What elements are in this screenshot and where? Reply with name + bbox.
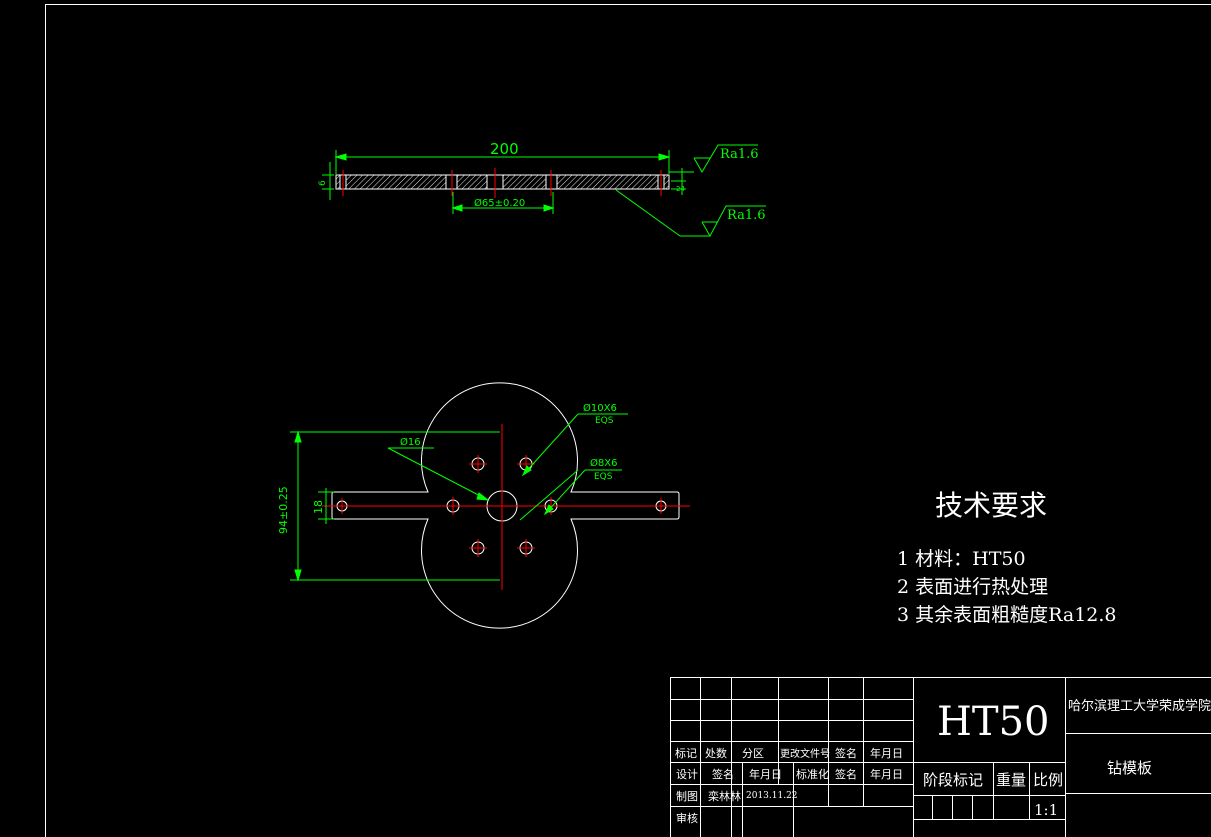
- height-dim-label: 94±0.25: [277, 486, 290, 534]
- tb-stage-label: 阶段标记: [923, 771, 983, 789]
- small-dim-label: 24: [676, 185, 685, 193]
- arm-dim-label: 18: [312, 500, 325, 514]
- tb-scale-value: 1:1: [1034, 801, 1058, 819]
- tb-material: HT50: [937, 699, 1049, 745]
- tb-school: 哈尔滨理工大学荣成学院: [1068, 698, 1211, 714]
- center-hole-label: Ø16: [400, 436, 421, 448]
- tech-item-1: 1 材料：HT50: [897, 548, 1026, 570]
- tb-drafter: 栾林林: [708, 789, 741, 803]
- tb-design-label: 设计: [676, 768, 698, 781]
- tb-label-zone: 分区: [742, 747, 764, 760]
- tb-draw-label: 制图: [676, 790, 698, 803]
- bore-dim-label: Ø65±0.20: [474, 197, 525, 209]
- tb-label-date: 年月日: [870, 746, 903, 760]
- tb-design-date: 年月日: [749, 767, 782, 781]
- hole-10-eqs-label: EQS: [595, 416, 614, 426]
- tb-label-change-doc: 更改文件号: [780, 747, 830, 760]
- side-view: 200 6 Ø65±0.20 24 Ra1.6 Ra1.6: [318, 140, 766, 238]
- title-block: 标记 处数 分区 更改文件号 签名 年月日 设计 签名 年月日 标准化 签名 年…: [670, 677, 1211, 837]
- tech-title: 技术要求: [935, 489, 1047, 522]
- drawing-frame: [45, 4, 1211, 837]
- tb-part-name: 钻模板: [1107, 759, 1152, 777]
- tb-label-sign: 签名: [835, 746, 857, 760]
- length-dim-label: 200: [490, 140, 519, 158]
- tb-standard-date: 年月日: [870, 767, 903, 781]
- tb-label-count: 处数: [705, 747, 727, 760]
- roughness-top-label: Ra1.6: [720, 147, 759, 162]
- roughness-bottom-label: Ra1.6: [727, 208, 766, 223]
- thickness-dim-label: 6: [318, 180, 328, 186]
- tb-review-label: 审核: [676, 811, 698, 825]
- hole-8-eqs-label: EQS: [594, 472, 613, 482]
- tb-scale-label: 比例: [1033, 771, 1063, 789]
- hole-8-label: Ø8X6: [590, 457, 617, 469]
- tb-date: 2013.11.22: [746, 791, 798, 801]
- tb-design-sign: 签名: [712, 767, 734, 781]
- tech-item-3: 3 其余表面粗糙度Ra12.8: [897, 604, 1117, 626]
- hole-10-label: Ø10X6: [583, 402, 617, 414]
- tb-standard-label: 标准化: [796, 767, 829, 781]
- tb-standard-sign: 签名: [835, 767, 857, 781]
- tb-label-mark: 标记: [675, 746, 697, 760]
- tech-requirements: 技术要求 1 材料：HT50 2 表面进行热处理 3 其余表面粗糙度Ra12.8: [897, 489, 1117, 626]
- plate-outline: [331, 382, 680, 629]
- tech-item-2: 2 表面进行热处理: [897, 576, 1048, 598]
- tb-weight-label: 重量: [996, 771, 1026, 789]
- top-view: Ø10X6 EQS Ø8X6 EQS Ø16 94±0.25 18: [277, 382, 690, 629]
